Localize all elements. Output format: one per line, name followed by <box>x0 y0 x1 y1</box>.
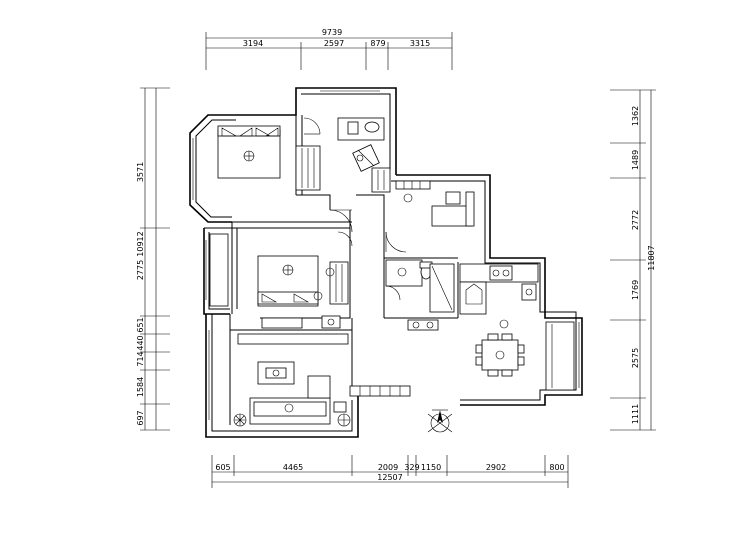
right-dimension-lines <box>610 89 656 431</box>
study-side-shelf <box>465 191 475 227</box>
bottom-total-dimension: 12507 <box>377 473 402 482</box>
second-bed-footboard <box>257 291 319 305</box>
balcony-strip <box>545 321 575 391</box>
study-room <box>395 180 475 227</box>
left-dimension-lines <box>140 87 170 431</box>
study-bookshelf <box>395 180 431 190</box>
right-dimension-3: 2772 <box>631 210 640 230</box>
dining-area <box>475 321 575 391</box>
bottom-dimension-1: 605 <box>215 463 230 472</box>
second-window-seat <box>209 233 229 307</box>
side-table <box>333 401 347 413</box>
top-dimension-lines <box>205 32 453 70</box>
master-bedroom <box>217 125 321 191</box>
dining-chair-2 <box>475 356 483 366</box>
middle-bathroom <box>385 259 455 331</box>
top-total-dimension: 9739 <box>322 28 342 37</box>
north-arrow-icon <box>427 409 453 433</box>
right-dimension-2: 1489 <box>631 150 640 170</box>
living-room <box>233 333 411 427</box>
right-dimension-1: 1362 <box>631 106 640 126</box>
stove <box>489 265 513 281</box>
dining-chair-3 <box>517 344 525 354</box>
right-dimension-5: 2575 <box>631 348 640 368</box>
left-dimension-6: 1584 <box>136 377 145 397</box>
bottom-dimension-7: 800 <box>549 463 564 472</box>
bottom-dimension-4: 329 <box>404 463 419 472</box>
interior-walls <box>229 115 459 425</box>
windows <box>192 90 580 420</box>
dining-chair-1 <box>475 344 483 354</box>
kitchen-side-counter <box>459 281 487 315</box>
left-dimension-5: 714 <box>136 351 145 366</box>
left-dimension-4: 440 <box>136 335 145 350</box>
dining-table <box>481 339 519 371</box>
left-total-dimension: 10912 <box>136 231 145 256</box>
top-bathroom <box>337 117 391 193</box>
bottom-dimension-5: 1150 <box>421 463 441 472</box>
left-dimension-7: 697 <box>136 410 145 425</box>
bath-cabinet <box>371 167 391 193</box>
left-dimension-3: 651 <box>136 317 145 332</box>
left-dimension-2: 2775 <box>136 260 145 280</box>
sofa-chaise <box>307 375 331 399</box>
bottom-dimension-3: 2009 <box>378 463 398 472</box>
top-dimension-3: 879 <box>370 39 385 48</box>
right-dimension-4: 1769 <box>631 280 640 300</box>
top-dimension-2: 2597 <box>324 39 344 48</box>
utility-sink <box>407 319 439 331</box>
top-dimension-4: 3315 <box>410 39 430 48</box>
dining-chair-4 <box>517 356 525 366</box>
right-dimension-6: 1111 <box>631 404 640 424</box>
top-dimension-1: 3194 <box>243 39 263 48</box>
bottom-dimension-6: 2902 <box>486 463 506 472</box>
wardrobe-second <box>329 261 349 305</box>
kitchen <box>459 263 539 329</box>
study-chair <box>445 191 461 205</box>
bath-vanity <box>385 259 423 287</box>
toilet-top <box>364 121 380 133</box>
left-dimension-1: 3571 <box>136 162 145 182</box>
fridge <box>521 283 537 301</box>
bottom-dimension-lines <box>211 455 569 488</box>
bottom-dimension-2: 4465 <box>283 463 303 472</box>
right-total-dimension: 11807 <box>647 245 656 270</box>
exterior-walls <box>189 87 583 438</box>
nightstand <box>321 315 341 329</box>
tv-cabinet <box>237 333 349 345</box>
second-bedroom <box>209 233 349 329</box>
